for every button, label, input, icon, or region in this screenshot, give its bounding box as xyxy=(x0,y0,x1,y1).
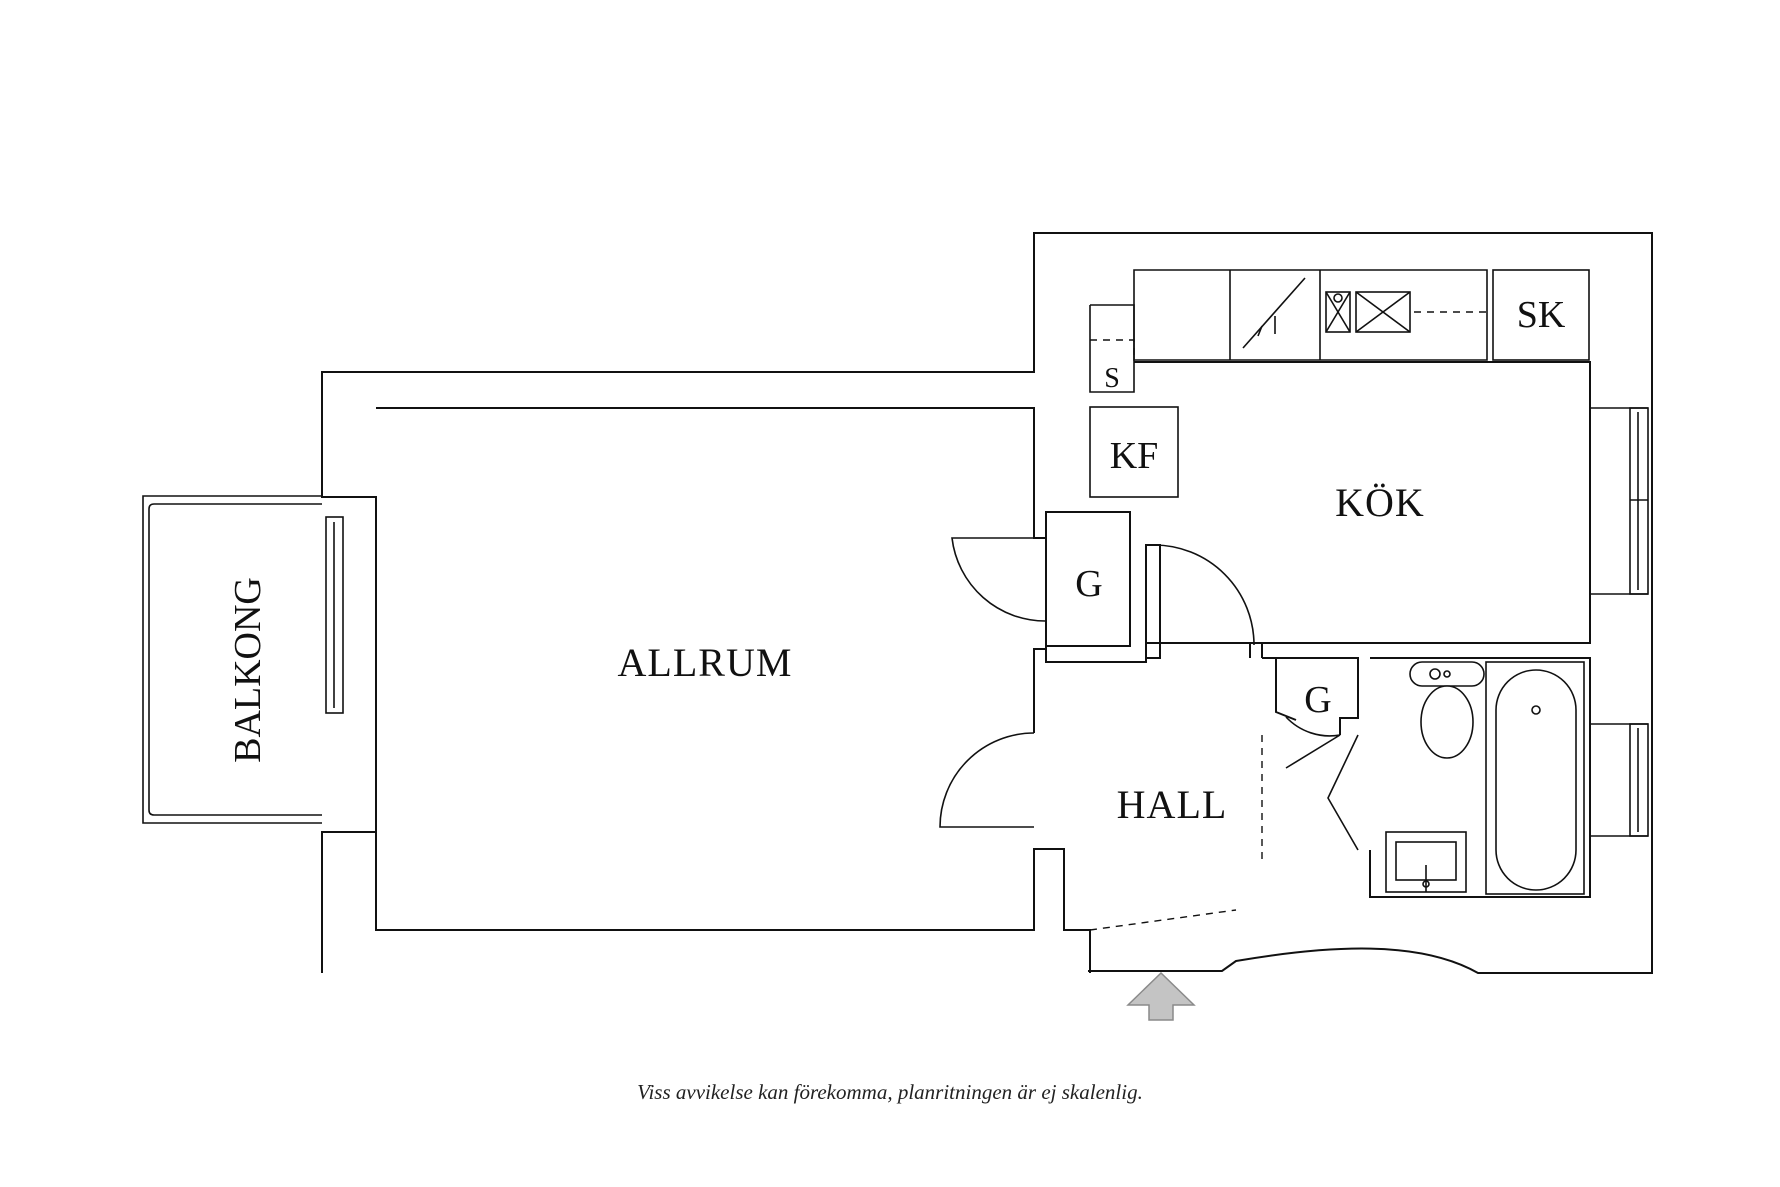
hall-walls xyxy=(1034,544,1263,973)
disclaimer-text: Viss avvikelse kan förekomma, planritnin… xyxy=(637,1080,1143,1104)
room-label-garderob-2: G xyxy=(1304,679,1331,721)
kitchen xyxy=(1089,269,1591,658)
outer-wall xyxy=(321,232,1653,974)
room-label-kf: KF xyxy=(1110,435,1159,477)
entrance-swing xyxy=(1089,735,1263,931)
balcony-window xyxy=(325,516,344,714)
room-label-allrum: ALLRUM xyxy=(618,640,793,685)
allrum-door xyxy=(939,732,1035,828)
room-label-sk: SK xyxy=(1517,294,1566,336)
room-label-s: S xyxy=(1104,363,1120,394)
balcony xyxy=(142,495,322,824)
kitchen-door xyxy=(1153,544,1255,646)
bathroom-windows xyxy=(1590,723,1649,837)
room-label-kok: KÖK xyxy=(1335,480,1425,525)
up-arrow-icon xyxy=(1126,971,1196,1021)
room-label-balkong: BALKONG xyxy=(227,577,269,763)
room-label-hall: HALL xyxy=(1117,782,1228,827)
room-label-garderob-1: G xyxy=(1075,563,1102,605)
wardrobe-2 xyxy=(1262,657,1359,769)
wardrobe-1 xyxy=(951,511,1131,647)
bathroom xyxy=(1327,657,1591,898)
kitchen-windows xyxy=(1590,407,1649,595)
